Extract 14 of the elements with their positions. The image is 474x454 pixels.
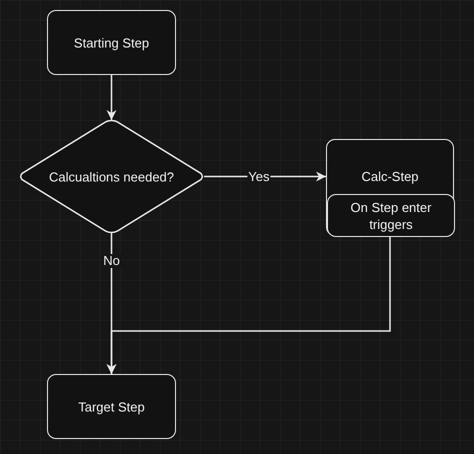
node-text: On Step enter triggers — [350, 198, 432, 232]
process-box — [326, 139, 454, 236]
node-text: Calcualtions needed? — [48, 168, 176, 185]
process-box — [327, 194, 455, 237]
decision-diamond — [19, 120, 204, 233]
arrow — [106, 75, 116, 120]
node-text: Starting Step — [72, 34, 150, 51]
node-text: Target Step — [77, 398, 146, 415]
edge-label: Yes — [247, 170, 270, 184]
edge-label: No — [102, 254, 121, 268]
process-box — [47, 374, 176, 439]
process-box — [47, 10, 176, 75]
node-text: Calc-Step — [360, 168, 420, 185]
arrow — [106, 236, 391, 374]
